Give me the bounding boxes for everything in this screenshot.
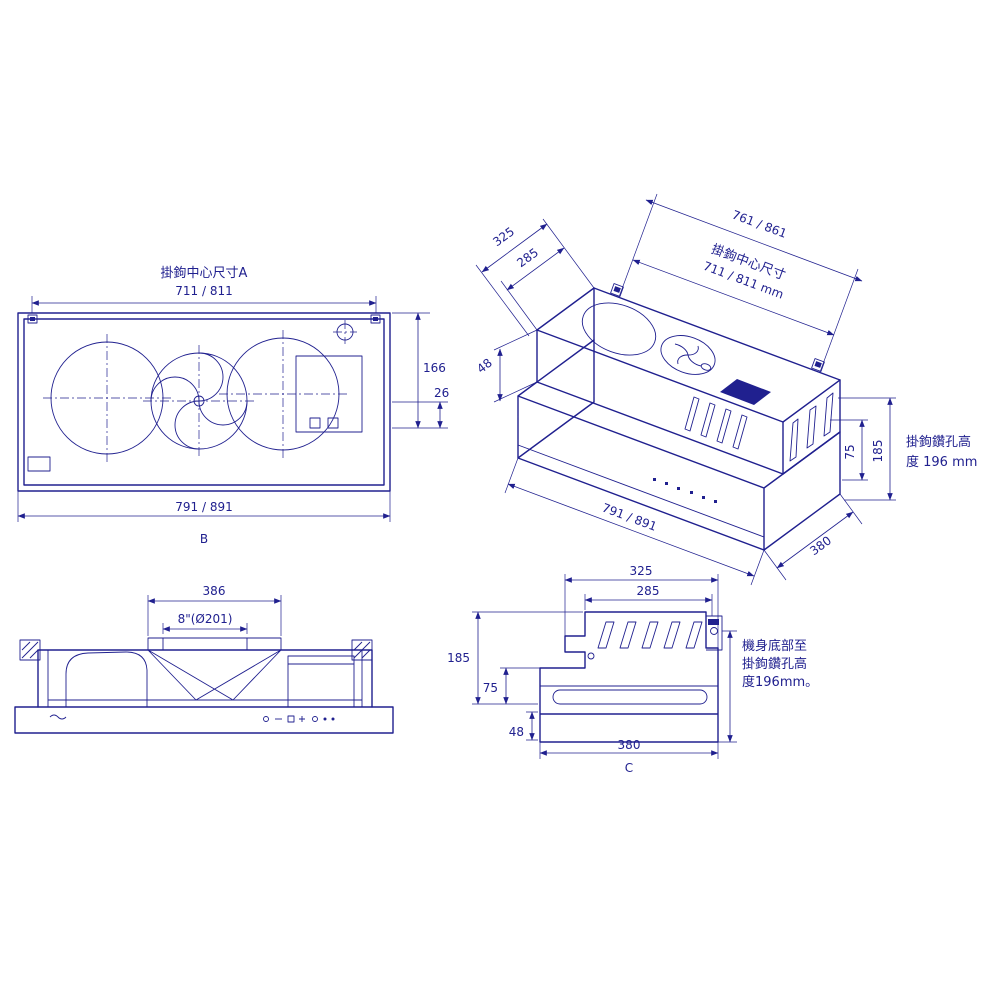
iso-dim-380-label: 380	[807, 533, 834, 558]
side-dim-48-label: 48	[509, 725, 524, 739]
indicator-dot	[323, 717, 327, 721]
plus-button[interactable]	[299, 716, 305, 722]
side-dim-325-label: 325	[630, 564, 653, 578]
side-note-line1: 機身底部至	[742, 638, 807, 654]
side-note-line3: 度196mm。	[742, 674, 818, 690]
iso-hook-right	[811, 358, 825, 372]
hook-slot	[708, 619, 719, 625]
plan-dim-width-label: 791 / 891	[175, 500, 232, 514]
iso-hook-left	[610, 283, 624, 297]
iso-fan-opening	[581, 302, 657, 356]
front-slab	[14, 706, 394, 734]
iso-dim-hook-outer-label: 761 / 861	[730, 208, 789, 241]
power-button[interactable]	[263, 716, 269, 722]
side-note-line2: 掛鉤鑽孔高	[742, 656, 807, 672]
hook-bracket	[706, 615, 723, 651]
iso-dim-length-label: 791 / 891	[600, 501, 659, 534]
side-view-label: C	[625, 761, 633, 775]
iso-dim-length	[507, 483, 755, 577]
side-dim-185-label: 185	[447, 651, 470, 665]
front-view: 386 8"(Ø201)	[14, 584, 394, 734]
duct-cone	[147, 649, 282, 701]
hook-slot	[613, 286, 621, 293]
iso-dim-325	[481, 223, 548, 273]
iso-dim-285	[506, 247, 565, 291]
mode-button[interactable]	[287, 715, 295, 723]
duct-collar	[147, 637, 282, 651]
iso-extension-lines	[475, 193, 896, 586]
side-dim-380-label: 380	[618, 738, 641, 752]
iso-dim-380	[776, 511, 854, 569]
light-button[interactable]	[312, 716, 318, 722]
hook-hole	[710, 627, 718, 635]
iso-dim-325-label: 325	[490, 224, 517, 249]
hook-bracket	[610, 283, 624, 297]
iso-small-hole	[700, 363, 712, 371]
side-dim-285-label: 285	[637, 584, 660, 598]
hook-bracket	[811, 358, 825, 372]
motor-box	[287, 655, 355, 707]
iso-note-line2: 度 196 mm	[906, 454, 977, 470]
plan-details	[27, 355, 363, 472]
side-hook	[706, 615, 723, 651]
plan-hook-tabs	[27, 314, 381, 324]
iso-note-line1: 掛鉤鑽孔高	[906, 434, 971, 450]
front-body-inner	[47, 650, 363, 707]
iso-dim-75-label: 75	[843, 444, 857, 459]
plan-dim-166-label: 166	[423, 361, 446, 375]
plan-hook-dim-value: 711 / 811	[175, 284, 232, 298]
iso-upper-box	[536, 287, 841, 475]
isometric-view: 48 325 285 761 / 861 掛鉤中心尺寸 711 / 811 mm…	[474, 193, 977, 586]
front-control-buttons[interactable]	[263, 715, 335, 723]
front-body	[37, 649, 373, 708]
front-dim-386-label: 386	[203, 584, 226, 598]
side-dim-75-label: 75	[483, 681, 498, 695]
iso-junction-box	[720, 379, 771, 405]
side-details	[540, 685, 718, 705]
plan-view: 掛鉤中心尺寸A 711 / 811 166 26 791 / 891 B	[17, 266, 449, 546]
plan-dim-26-label: 26	[434, 386, 449, 400]
plan-hook-dim-title: 掛鉤中心尺寸A	[161, 266, 248, 281]
iso-side-vents	[789, 392, 834, 462]
mount-tab-left	[19, 639, 41, 661]
front-dim-duct-label: 8"(Ø201)	[178, 612, 233, 626]
iso-impeller-swirl	[674, 343, 702, 367]
brand-logo	[49, 714, 67, 720]
iso-impeller-outline	[660, 335, 716, 375]
hook-slot	[814, 361, 822, 368]
iso-dim-185-label: 185	[871, 440, 885, 463]
indicator-dot	[331, 717, 335, 721]
blower-scroll	[65, 651, 148, 707]
side-view: 325 285 185 75 48 380 C 機身底部至 掛鉤鑽孔高 度196…	[447, 564, 818, 775]
iso-dim-48-label: 48	[474, 356, 495, 376]
mount-tab-right	[351, 639, 373, 661]
iso-dim-hook-outer	[645, 199, 863, 282]
iso-dim-285-label: 285	[514, 245, 541, 270]
side-screw	[587, 652, 595, 660]
plan-centerlines	[43, 320, 357, 462]
iso-front-vents	[684, 396, 748, 450]
plan-view-label: B	[200, 532, 208, 546]
front-extension-lines	[147, 595, 282, 636]
side-vent-slots	[597, 621, 703, 649]
